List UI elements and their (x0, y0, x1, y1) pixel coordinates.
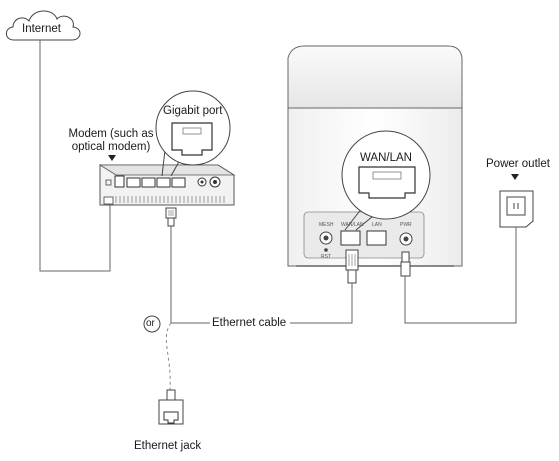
port-label-pwr: PWR (400, 222, 412, 228)
wan-lan-callout (341, 130, 431, 231)
port-label-wan-lan: WAN/LAN (341, 222, 364, 228)
wan-lan-label: WAN/LAN (360, 152, 412, 164)
modem-label-line1: Modem (such as (68, 128, 154, 140)
port-label-rst: RST (321, 254, 331, 260)
port-label-lan: LAN (372, 222, 382, 228)
modem-pointer-icon (108, 155, 116, 161)
power-outlet-label: Power outlet (486, 158, 550, 170)
or-label: or (146, 318, 155, 329)
gigabit-port-label: Gigabit port (163, 105, 223, 117)
modem-label: Modem (such as optical modem) (46, 128, 176, 154)
internet-cloud-icon (5, 10, 81, 41)
ethernet-cable-label: Ethernet cable (212, 317, 287, 329)
or-badge (143, 315, 161, 333)
power-plug-icon (400, 251, 411, 277)
modem-device (98, 164, 236, 206)
ethernet-jack-dashed-line (165, 322, 172, 391)
modem-label-line2: optical modem) (71, 141, 151, 153)
power-cable (404, 227, 517, 324)
ethernet-jack-label: Ethernet jack (134, 440, 202, 452)
modem-rj45-plug-icon (165, 207, 177, 227)
router-rj45-plug-icon (345, 249, 359, 284)
gigabit-port-callout (155, 90, 231, 177)
internet-label: Internet (22, 23, 61, 35)
ethernet-jack-icon (158, 389, 184, 425)
power-outlet-icon (499, 174, 534, 228)
port-label-mesh: MESH (319, 222, 334, 228)
internet-line (39, 40, 111, 272)
